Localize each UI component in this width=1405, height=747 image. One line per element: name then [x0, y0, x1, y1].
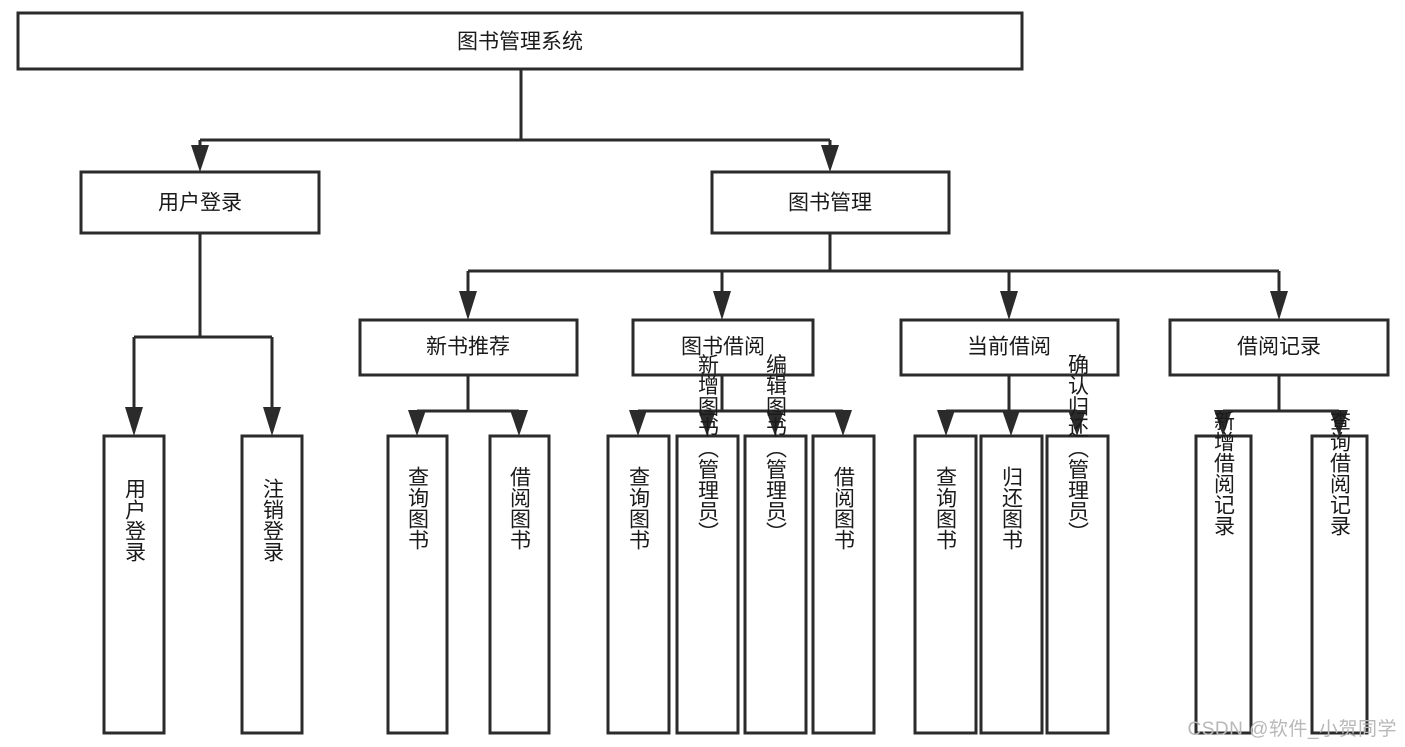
leaf-current-return-label: 归还图书 — [1000, 466, 1024, 550]
leaf-newbook-query-box[interactable] — [386, 434, 449, 735]
arrow-icon-bw-2 — [766, 410, 784, 436]
leaf-borrow-query[interactable]: 查询图书 — [606, 434, 671, 735]
leaf-current-query-box[interactable] — [913, 434, 978, 735]
arrow-icon-user-login — [191, 145, 209, 172]
leaf-current-return[interactable]: 归还图书 — [979, 434, 1044, 735]
arrow-icon-book-mgmt — [821, 145, 839, 172]
leaf-current-query[interactable]: 查询图书 — [913, 434, 978, 735]
leaf-records-query-label: 查询借阅记录 — [1328, 410, 1352, 536]
arrow-icon-rc-0 — [1214, 410, 1232, 436]
leaf-current-confirm-return[interactable]: 确认归还（管理员） — [1045, 354, 1110, 735]
leaf-user-login-logout-label: 注销登录 — [261, 478, 285, 562]
leaf-records-add-box[interactable] — [1194, 434, 1253, 735]
arrow-icon-cb-2 — [1068, 410, 1086, 436]
leaf-newbook-borrow-label: 借阅图书 — [508, 466, 532, 550]
node-current-borrow-box[interactable] — [899, 318, 1120, 377]
leaf-borrow-book[interactable]: 借阅图书 — [811, 434, 876, 735]
leaf-records-query[interactable]: 查询借阅记录 — [1310, 410, 1369, 735]
node-root[interactable]: 图书管理系统 — [16, 11, 1024, 71]
leaf-borrow-edit-box[interactable] — [743, 434, 808, 735]
arrow-icon-ul-leaf-0 — [125, 407, 143, 436]
arrow-icon-nb-0 — [408, 410, 426, 436]
node-root-label: 图书管理系统 — [457, 31, 583, 54]
node-new-book-recommend-label: 新书推荐 — [426, 336, 510, 359]
node-root-box[interactable] — [16, 11, 1024, 71]
leaf-current-confirm-return-box[interactable] — [1045, 434, 1110, 735]
arrow-icon-bw-1 — [698, 410, 716, 436]
leaf-borrow-query-label: 查询图书 — [627, 466, 651, 550]
leaf-newbook-query[interactable]: 查询图书 — [386, 434, 449, 735]
node-user-login-label: 用户登录 — [158, 192, 242, 215]
node-user-login-box[interactable] — [79, 170, 321, 235]
leaf-user-login-logout[interactable]: 注销登录 — [240, 434, 304, 735]
node-book-borrow-box[interactable] — [631, 318, 815, 377]
arrow-icon-cb-0 — [937, 410, 955, 436]
node-new-book-recommend-box[interactable] — [358, 318, 579, 377]
leaf-user-login-logout-box[interactable] — [240, 434, 304, 735]
node-book-management-box[interactable] — [710, 170, 951, 235]
leaf-records-query-box[interactable] — [1310, 434, 1369, 735]
node-book-borrow[interactable]: 图书借阅 — [631, 318, 815, 377]
arrow-icon-l3-1 — [713, 291, 731, 320]
leaf-borrow-book-box[interactable] — [811, 434, 876, 735]
arrow-icon-l3-2 — [1000, 291, 1018, 320]
leaf-borrow-query-box[interactable] — [606, 434, 671, 735]
node-current-borrow-label: 当前借阅 — [967, 336, 1051, 359]
leaf-user-login-login-label: 用户登录 — [123, 478, 147, 562]
connector-layer — [125, 69, 1348, 436]
leaf-records-add[interactable]: 新增借阅记录 — [1194, 410, 1253, 735]
leaf-newbook-borrow-box[interactable] — [488, 434, 551, 735]
leaf-borrow-add-box[interactable] — [675, 434, 740, 735]
node-book-management-label: 图书管理 — [788, 192, 872, 215]
node-current-borrow[interactable]: 当前借阅 — [899, 318, 1120, 377]
leaf-current-confirm-return-label: 确认归还（管理员） — [1066, 354, 1090, 543]
leaf-current-query-label: 查询图书 — [934, 466, 958, 550]
arrow-icon-rc-1 — [1330, 410, 1348, 436]
leaf-borrow-book-label: 借阅图书 — [832, 466, 856, 550]
leaf-records-add-label: 新增借阅记录 — [1212, 410, 1236, 536]
node-borrow-records[interactable]: 借阅记录 — [1168, 318, 1390, 377]
arrow-icon-cb-1 — [1002, 410, 1020, 436]
node-user-login[interactable]: 用户登录 — [79, 170, 321, 235]
arrow-icon-l3-3 — [1270, 291, 1288, 320]
leaf-user-login-login-box[interactable] — [102, 434, 166, 735]
leaf-borrow-edit[interactable]: 编辑图书（管理员） — [743, 354, 808, 735]
node-book-management[interactable]: 图书管理 — [710, 170, 951, 235]
leaf-borrow-edit-label: 编辑图书（管理员） — [764, 354, 788, 543]
node-borrow-records-box[interactable] — [1168, 318, 1390, 377]
arrow-icon-bw-0 — [629, 410, 647, 436]
node-new-book-recommend[interactable]: 新书推荐 — [358, 318, 579, 377]
leaf-user-login-login[interactable]: 用户登录 — [102, 434, 166, 735]
arrow-icon-ul-leaf-1 — [263, 407, 281, 436]
arrow-icon-l3-0 — [459, 291, 477, 320]
node-borrow-records-label: 借阅记录 — [1237, 336, 1321, 359]
leaf-borrow-add[interactable]: 新增图书（管理员） — [675, 354, 740, 735]
leaf-current-return-box[interactable] — [979, 434, 1044, 735]
leaf-borrow-add-label: 新增图书（管理员） — [696, 354, 720, 543]
node-book-borrow-label: 图书借阅 — [681, 336, 765, 359]
arrow-icon-bw-3 — [834, 410, 852, 436]
leaf-newbook-borrow[interactable]: 借阅图书 — [488, 434, 551, 735]
arrow-icon-nb-1 — [510, 410, 528, 436]
leaf-newbook-query-label: 查询图书 — [406, 466, 430, 550]
